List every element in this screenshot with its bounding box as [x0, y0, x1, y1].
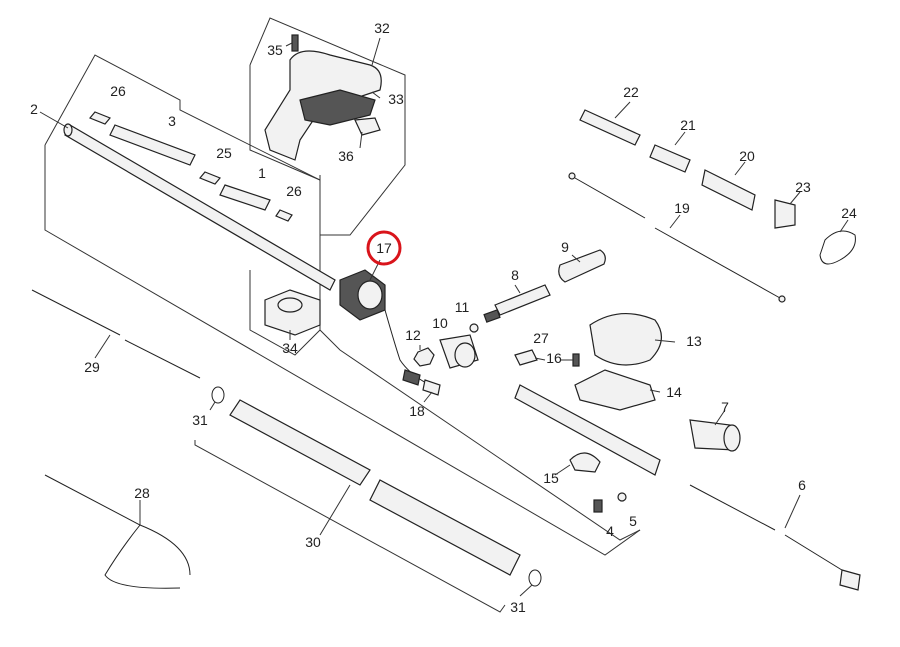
- callout-15: 15: [543, 470, 559, 486]
- callout-22: 22: [623, 84, 639, 100]
- callout-9: 9: [561, 239, 569, 255]
- callout-5: 5: [629, 513, 637, 529]
- callout-28: 28: [134, 485, 150, 501]
- parts-13-16: [514, 312, 662, 411]
- callout-24: 24: [841, 205, 857, 221]
- callout-1: 1: [258, 165, 266, 181]
- parts-8-9: [483, 249, 606, 323]
- leader-lines: [39, 37, 849, 597]
- callout-8: 8: [511, 267, 519, 283]
- part-19-cable: [568, 172, 786, 303]
- callout-6: 6: [798, 477, 806, 493]
- callout-2: 2: [30, 101, 38, 117]
- callout-17: 17: [376, 240, 392, 256]
- callout-27: 27: [533, 330, 549, 346]
- callout-35: 35: [267, 42, 283, 58]
- callout-12: 12: [405, 327, 421, 343]
- parts-30-31: [211, 386, 542, 587]
- parts-6-7: [514, 384, 861, 591]
- callout-21: 21: [680, 117, 696, 133]
- callout-labels: 1 2 3 4 5 6 7 8 9 10 11 12 13 14 15 16 1…: [30, 20, 857, 615]
- callout-26-b: 26: [286, 183, 302, 199]
- callout-31-a: 31: [192, 412, 208, 428]
- highlight-circle: [366, 230, 402, 266]
- callout-32: 32: [374, 20, 390, 36]
- callout-34: 34: [282, 340, 298, 356]
- callout-13: 13: [686, 333, 702, 349]
- callout-36: 36: [338, 148, 354, 164]
- callout-14: 14: [666, 384, 682, 400]
- callout-31-b: 31: [510, 599, 526, 615]
- callout-30: 30: [305, 534, 321, 550]
- part-32-handle: [264, 34, 382, 161]
- parts-10-12: [413, 323, 479, 369]
- part-34-clamp: [264, 289, 321, 336]
- part-17-switch: [339, 269, 441, 396]
- callout-26-a: 26: [110, 83, 126, 99]
- callout-19: 19: [674, 200, 690, 216]
- callout-20: 20: [739, 148, 755, 164]
- parts-20-24: [579, 109, 856, 265]
- part-28-cable-loop: [44, 474, 191, 589]
- callout-33: 33: [388, 91, 404, 107]
- group-outlines: [44, 17, 641, 613]
- callout-23: 23: [795, 179, 811, 195]
- callout-25: 25: [216, 145, 232, 161]
- callout-11: 11: [455, 299, 470, 315]
- callout-16: 16: [546, 350, 562, 366]
- callout-3: 3: [168, 113, 176, 129]
- callout-7: 7: [721, 399, 729, 415]
- callout-10: 10: [432, 315, 448, 331]
- decals: [89, 111, 293, 222]
- callout-29: 29: [84, 359, 100, 375]
- callout-4: 4: [606, 523, 614, 539]
- part-29-shaft: [31, 289, 201, 379]
- callout-18: 18: [409, 403, 425, 419]
- parts-4-5-15: [569, 452, 627, 513]
